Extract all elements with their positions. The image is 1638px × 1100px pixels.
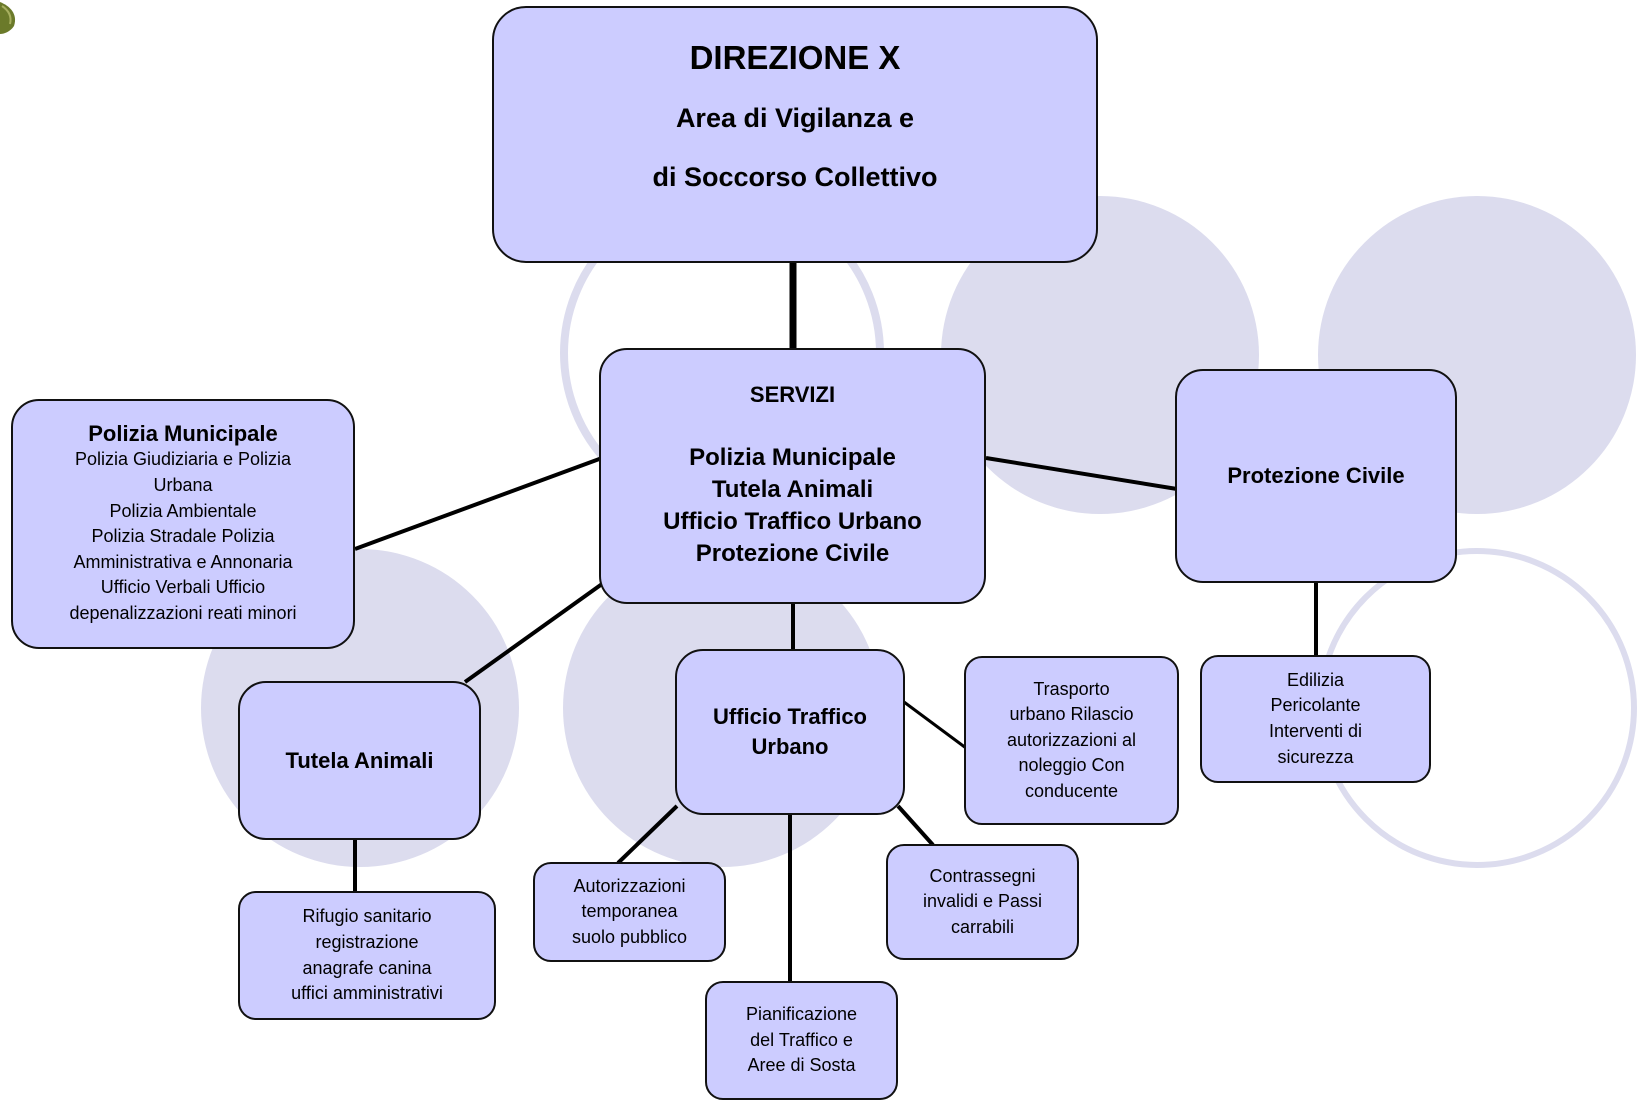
tutela-title: Tutela Animali	[285, 747, 434, 773]
pianificazione-line: del Traffico e	[750, 1029, 853, 1050]
autorizzazioni-line: suolo pubblico	[571, 926, 688, 947]
traffico-title-2: Urbano	[751, 734, 829, 759]
direzione-subtitle-2: di Soccorso Collettivo	[652, 162, 938, 192]
edilizia-box: Edilizia Pericolante Interventi di sicur…	[1200, 655, 1431, 783]
autorizzazioni-box: Autorizzazioni temporanea suolo pubblico	[533, 862, 726, 962]
rifugio-box: Rifugio sanitario registrazione anagrafe…	[238, 891, 496, 1020]
connector-servizi-polizia	[354, 456, 603, 551]
contrassegni-line: carrabili	[950, 916, 1015, 937]
connector-servizi-tutela	[463, 582, 604, 684]
protezione-title: Protezione Civile	[1227, 463, 1405, 488]
polizia-line: Polizia Stradale Polizia	[91, 526, 275, 547]
rifugio-line: Rifugio sanitario	[302, 906, 432, 927]
servizi-item-tutela: Tutela Animali	[711, 476, 874, 503]
polizia-line: Ufficio Verbali Ufficio	[100, 577, 266, 598]
polizia-line: depenalizzazioni reati minori	[69, 602, 297, 623]
polizia-box: Polizia Municipale Polizia Giudiziaria e…	[11, 399, 355, 649]
rifugio-line: anagrafe canina	[302, 957, 432, 978]
servizi-item-polizia: Polizia Municipale	[689, 444, 896, 471]
autorizzazioni-line: temporanea	[581, 901, 678, 922]
trasporto-line: conducente	[1024, 780, 1119, 801]
polizia-title: Polizia Municipale	[88, 421, 278, 447]
polizia-line: Polizia Giudiziaria e Polizia	[74, 449, 292, 470]
polizia-line: Urbana	[153, 475, 213, 496]
edilizia-line: Pericolante	[1270, 695, 1361, 716]
connector-traffico-trasporto	[903, 700, 967, 750]
direzione-box: DIREZIONE X Area di Vigilanza e di Socco…	[492, 6, 1098, 263]
tutela-box: Tutela Animali	[238, 681, 481, 840]
trasporto-box: Trasporto urbano Rilascio autorizzazioni…	[964, 656, 1179, 825]
trasporto-line: autorizzazioni al	[1006, 729, 1137, 750]
contrassegni-box: Contrassegni invalidi e Passi carrabili	[886, 844, 1079, 960]
pianificazione-line: Pianificazione	[745, 1004, 858, 1025]
emblem-icon	[0, 2, 16, 34]
servizi-title: SERVIZI	[749, 382, 836, 407]
connector-traffico-contrassegni	[896, 804, 935, 847]
autorizzazioni-line: Autorizzazioni	[573, 875, 686, 896]
servizi-item-traffico: Ufficio Traffico Urbano	[663, 508, 922, 535]
traffico-box: Ufficio Traffico Urbano	[675, 649, 905, 815]
pianificazione-box: Pianificazione del Traffico e Aree di So…	[705, 981, 898, 1100]
trasporto-line: Trasporto	[1033, 678, 1110, 699]
direzione-subtitle-1: Area di Vigilanza e	[675, 103, 915, 133]
servizi-item-protezione: Protezione Civile	[695, 540, 890, 567]
contrassegni-line: Contrassegni	[929, 865, 1036, 886]
polizia-line: Polizia Ambientale	[109, 500, 257, 521]
trasporto-line: noleggio Con	[1018, 755, 1125, 776]
edilizia-line: Interventi di	[1268, 721, 1363, 741]
protezione-box: Protezione Civile	[1175, 369, 1457, 583]
traffico-title-1: Ufficio Traffico	[712, 704, 867, 729]
edilizia-line: Edilizia	[1286, 669, 1345, 690]
contrassegni-line: invalidi e Passi	[922, 891, 1043, 912]
trasporto-line: urbano Rilascio	[1009, 704, 1134, 725]
connector-servizi-protezione	[985, 456, 1178, 491]
pianificazione-line: Aree di Sosta	[747, 1055, 856, 1076]
rifugio-line: registrazione	[315, 931, 419, 952]
polizia-line: Amministrativa e Annonaria	[73, 551, 293, 572]
direzione-title: DIREZIONE X	[689, 39, 901, 76]
rifugio-line: uffici amministrativi	[291, 983, 443, 1004]
edilizia-line: sicurezza	[1277, 746, 1354, 767]
connector-traffico-autorizzazioni	[616, 804, 679, 865]
servizi-box: SERVIZI Polizia Municipale Tutela Animal…	[599, 348, 986, 604]
